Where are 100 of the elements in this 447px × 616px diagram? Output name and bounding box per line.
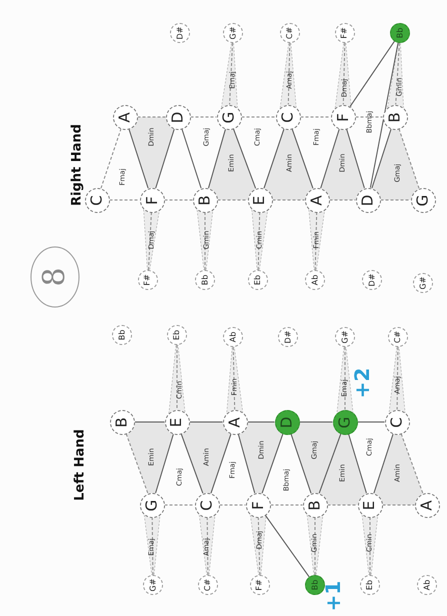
connector-line <box>370 42 399 188</box>
connector-line <box>398 128 420 189</box>
note-circle <box>305 575 325 595</box>
note-circle <box>223 327 243 347</box>
note-name: F <box>144 196 160 204</box>
note-circle <box>410 188 436 212</box>
handwritten-number: 8 <box>40 267 70 287</box>
connector-line <box>327 504 358 506</box>
note-circle <box>280 23 300 43</box>
note-name: C <box>200 500 214 510</box>
note-circle <box>390 23 410 43</box>
note-name: G <box>222 111 236 123</box>
note-circle <box>414 492 440 518</box>
note-name: F <box>336 112 350 122</box>
note-name: D# <box>368 274 376 286</box>
connector-line <box>229 42 233 105</box>
note-name: E <box>362 500 378 510</box>
connector-line <box>262 433 284 494</box>
note-name: Eb <box>366 580 374 590</box>
note-name: B <box>388 112 402 122</box>
note-circle <box>250 575 270 595</box>
connector-line <box>371 128 392 189</box>
note-name: G# <box>419 276 427 290</box>
note-name: A <box>310 194 324 206</box>
connector-line <box>210 433 232 494</box>
connector-line <box>180 433 204 494</box>
connector-line <box>126 433 148 494</box>
connector-line <box>206 517 208 576</box>
note-name: F# <box>341 27 349 39</box>
connector-line <box>208 128 226 188</box>
connector-line <box>176 344 178 410</box>
note-name: Bb <box>118 330 126 340</box>
note-name: G <box>144 499 160 511</box>
note-name: E <box>170 417 184 427</box>
note-name: C# <box>286 26 294 40</box>
note-circle <box>335 23 355 43</box>
note-circle <box>84 188 110 212</box>
note-name: G# <box>149 578 157 592</box>
connector-line <box>342 42 346 105</box>
note-circle <box>360 575 380 595</box>
connector-line <box>181 128 202 189</box>
connector-line <box>270 504 303 506</box>
connector-line <box>190 116 217 118</box>
note-name: Eb <box>254 274 262 286</box>
connector-line <box>264 128 284 189</box>
connector-line <box>232 346 236 410</box>
hand-heading: Right Hand <box>70 124 84 206</box>
note-circle <box>166 104 190 130</box>
note-circle <box>335 327 355 347</box>
connector-line <box>100 128 122 189</box>
note-name: F <box>250 500 266 510</box>
note-circle <box>413 273 433 293</box>
connector-line <box>232 128 256 189</box>
note-circle <box>382 104 408 130</box>
note-circle <box>305 270 325 290</box>
note-name: G <box>416 194 430 206</box>
connector-line <box>314 212 318 270</box>
connector-line <box>219 504 246 506</box>
note-circle <box>302 492 328 518</box>
note-circle <box>143 575 163 595</box>
connector-line <box>355 116 383 118</box>
note-name: C <box>390 416 404 428</box>
note-name: A <box>420 500 434 510</box>
note-name: C# <box>204 578 212 592</box>
note-name: Bb <box>311 580 319 590</box>
connector-line <box>264 514 310 578</box>
connector-line <box>241 116 276 118</box>
note-name: B <box>308 500 322 510</box>
connector-line <box>152 517 154 576</box>
connector-line <box>396 346 398 410</box>
note-name: G# <box>341 330 349 344</box>
note-name: A <box>118 112 132 122</box>
hand-heading: Left Hand <box>74 429 86 501</box>
note-name: D <box>170 111 186 123</box>
connector-line <box>382 504 415 506</box>
connector-line <box>346 128 365 188</box>
note-circle <box>170 23 190 43</box>
note-name: Eb <box>173 330 181 340</box>
note-name: B <box>114 416 130 428</box>
note-name: Ab <box>229 332 237 342</box>
note-name: E <box>252 195 268 205</box>
note-circle <box>330 104 356 130</box>
connector-line <box>290 433 312 494</box>
note-circle <box>195 270 215 290</box>
note-circle <box>223 23 243 43</box>
note-name: A <box>228 416 242 428</box>
connector-line <box>137 116 166 118</box>
handwritten-note: +2 <box>352 368 372 398</box>
note-name: B <box>198 194 212 206</box>
note-circle <box>110 410 134 434</box>
note-circle <box>198 575 218 595</box>
note-name: F# <box>256 579 264 591</box>
note-circle <box>167 325 187 345</box>
note-circle <box>278 327 298 347</box>
note-name: Ab <box>423 580 431 590</box>
note-circle <box>332 410 358 434</box>
note-name: C# <box>394 330 402 344</box>
connector-line <box>164 504 195 506</box>
note-circle <box>384 410 410 434</box>
note-circle <box>417 575 437 595</box>
